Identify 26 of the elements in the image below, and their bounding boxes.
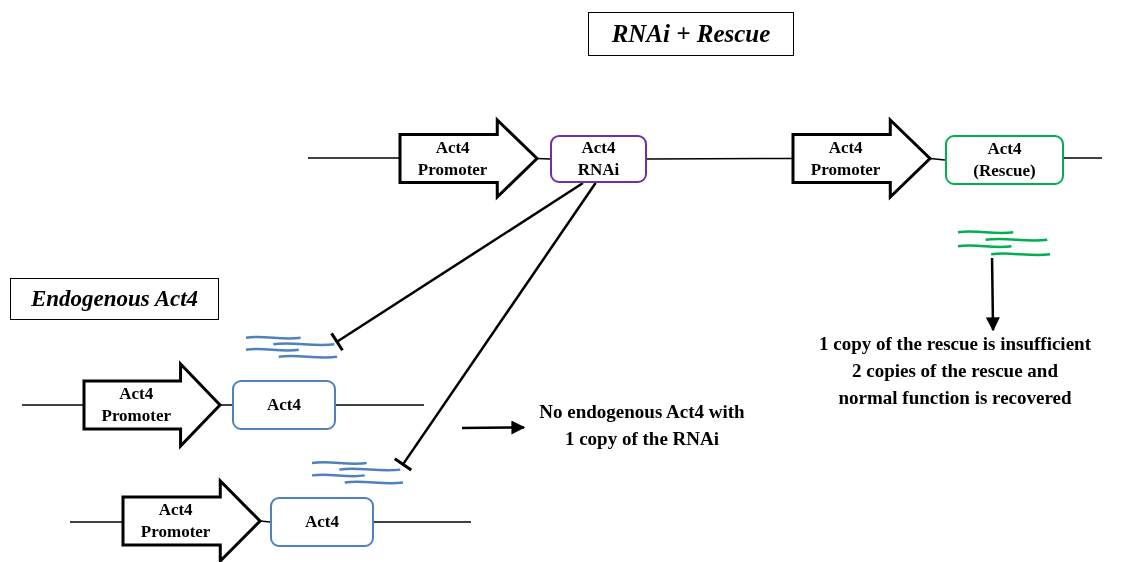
mrna-drawing xyxy=(958,228,1050,258)
dna-line xyxy=(646,157,794,160)
promoter-label: Act4 Promoter xyxy=(416,136,489,181)
dna-line xyxy=(219,404,233,406)
title-text: RNAi + Rescue xyxy=(588,12,794,56)
promoter-label: Act4 Promoter xyxy=(809,136,882,181)
inhibition-line xyxy=(330,181,584,352)
arrow xyxy=(985,258,1000,332)
result-text: 2 copies of the rescue and normal function is recovered xyxy=(837,359,1073,410)
gene-box xyxy=(270,497,374,547)
section-heading: Endogenous Act4 xyxy=(10,278,219,320)
inhibition-line xyxy=(393,182,597,472)
gene-box xyxy=(232,380,336,430)
arrow xyxy=(462,420,526,435)
mrna-drawing xyxy=(312,459,403,486)
mrna-drawing xyxy=(246,334,337,360)
gene-label: Act4 RNAi xyxy=(576,137,621,181)
gene-box xyxy=(550,135,647,183)
gene-box xyxy=(945,135,1064,185)
promoter-label: Act4 Promoter xyxy=(100,383,173,427)
result-text: No endogenous Act4 with 1 copy of the RNAi xyxy=(538,400,746,451)
result-text: 1 copy of the rescue is insufficient xyxy=(818,332,1092,356)
gene-label: Act4 xyxy=(266,394,302,416)
gene-label: Act4 xyxy=(304,511,340,533)
promoter-label: Act4 Promoter xyxy=(139,499,212,543)
gene-label: Act4 (Rescue) xyxy=(972,138,1037,182)
